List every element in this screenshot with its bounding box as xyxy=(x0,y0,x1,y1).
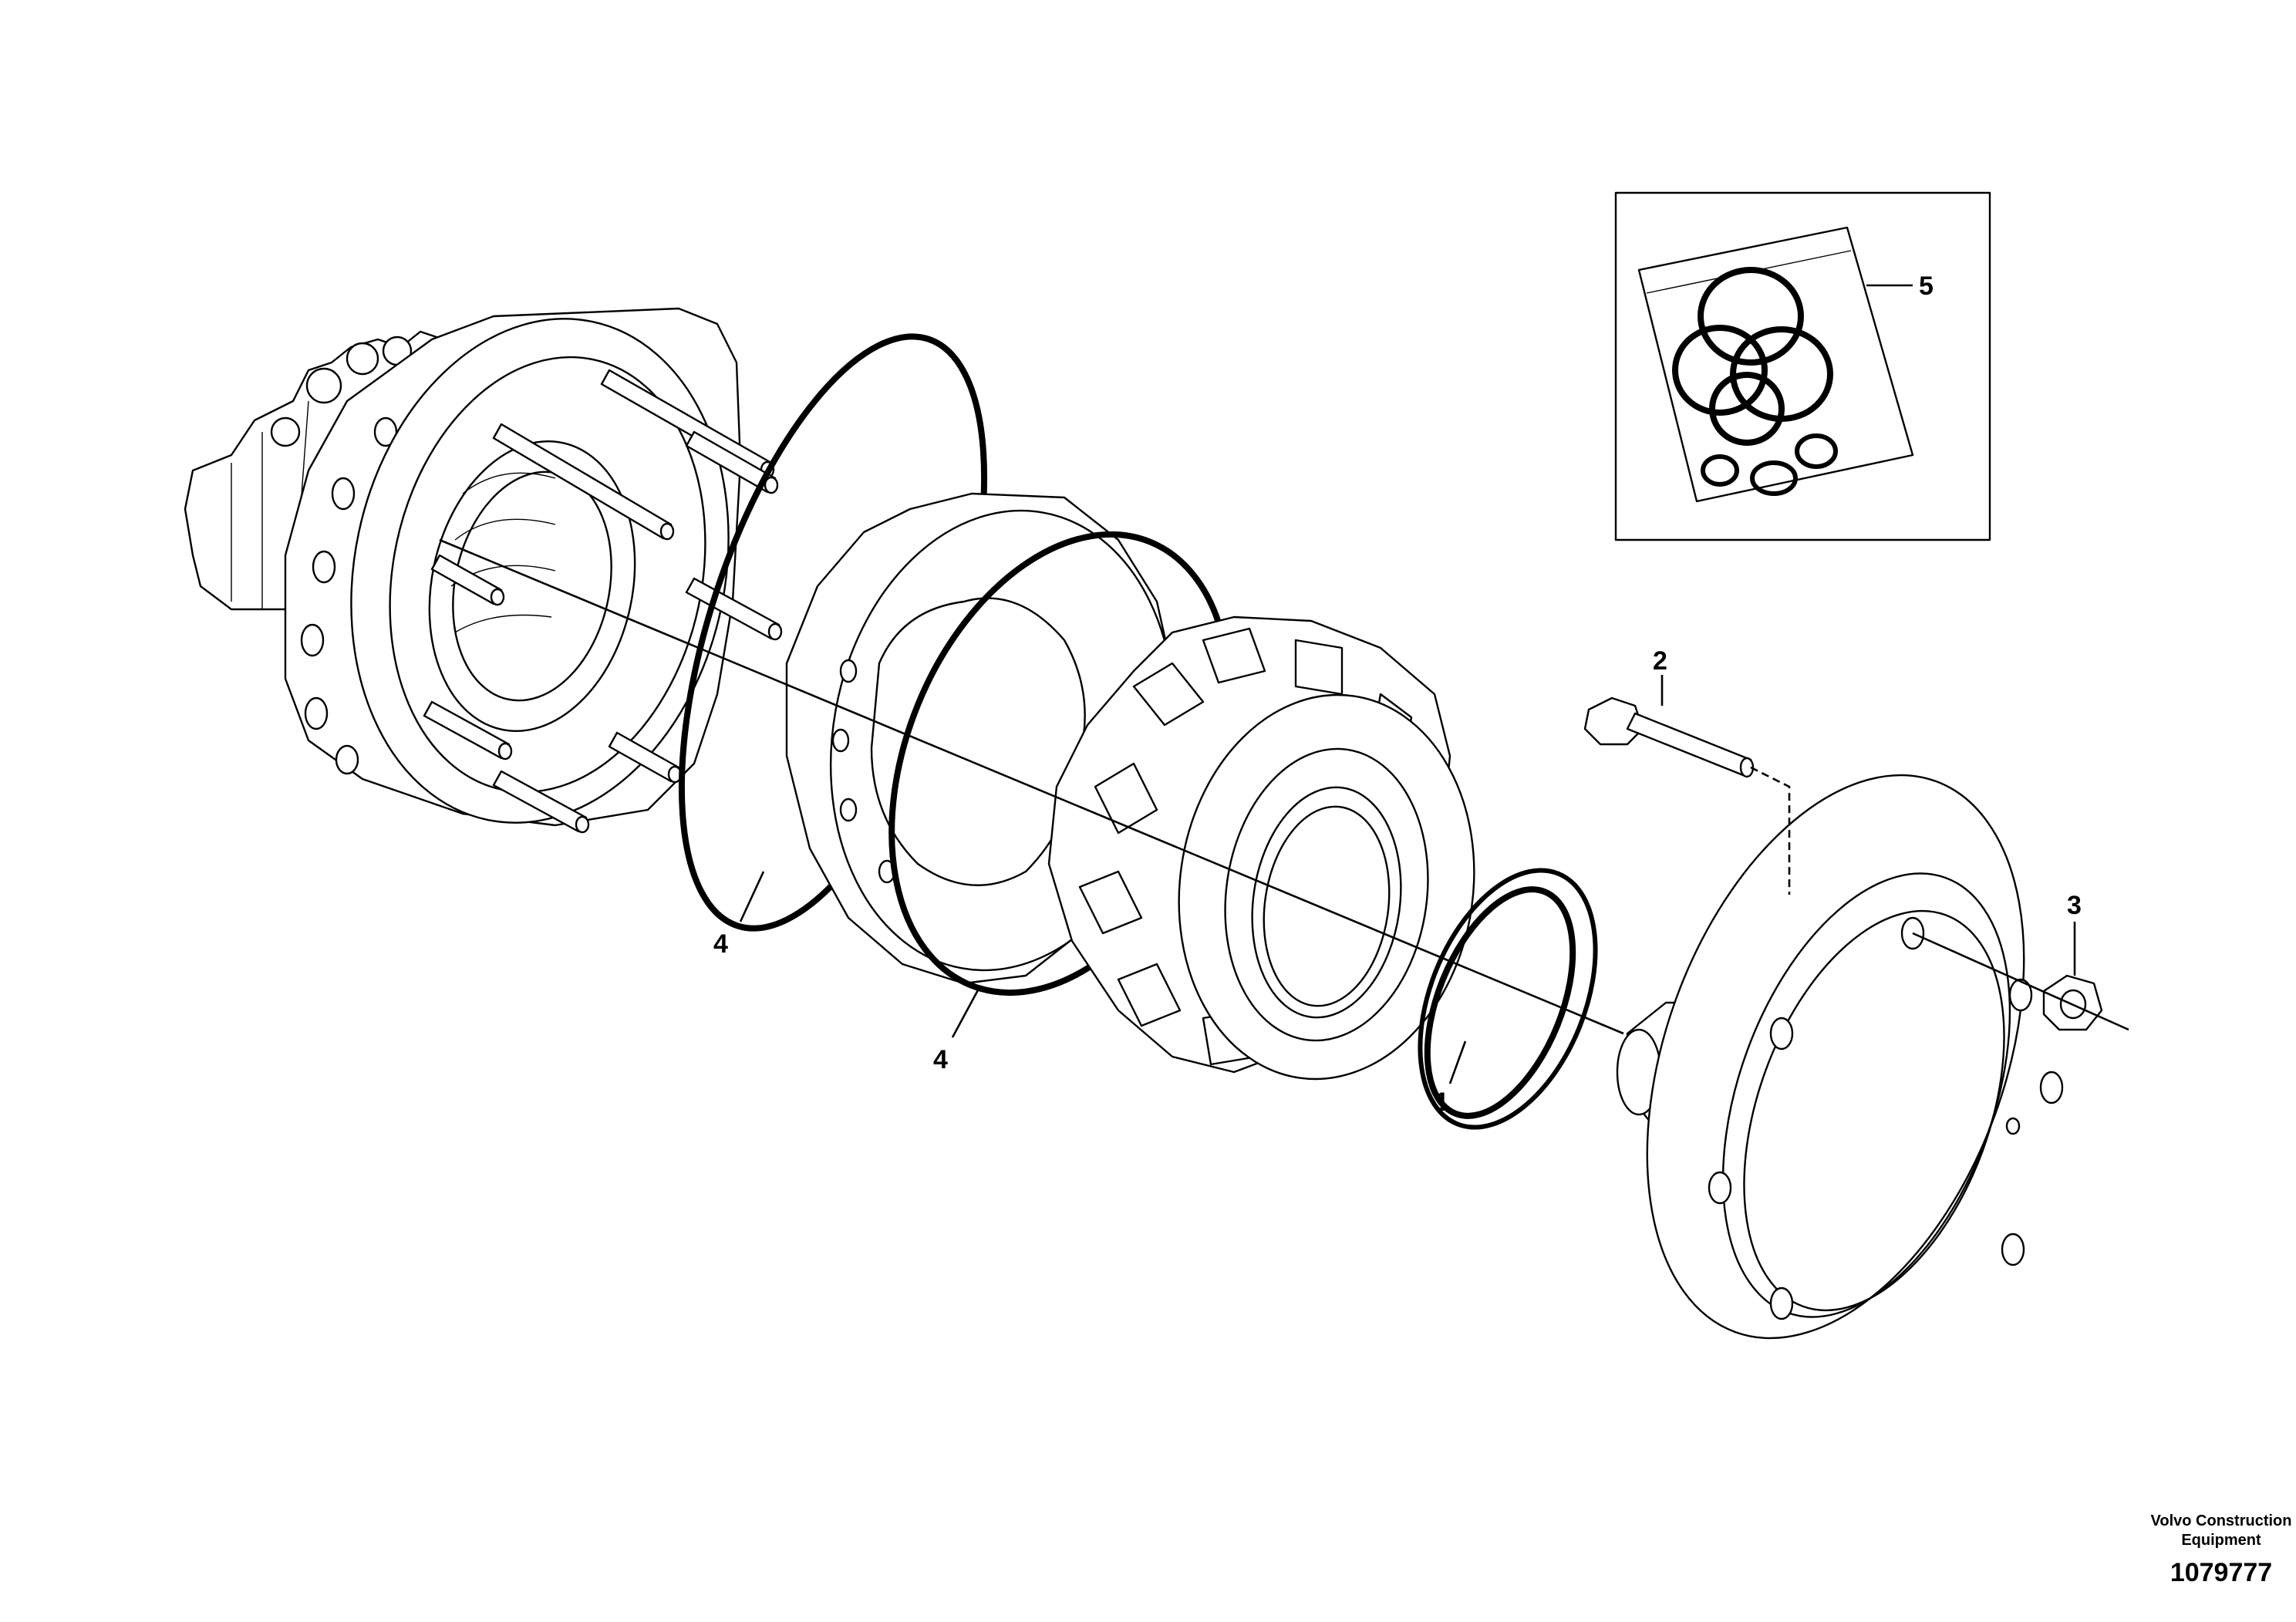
document-number: 1079777 xyxy=(2170,1558,2272,1587)
nut-3 xyxy=(1912,932,2129,1031)
callout-5: 5 xyxy=(1919,271,1934,301)
hub-housing xyxy=(184,307,783,834)
screw-2 xyxy=(1583,696,1791,895)
callout-4-first: 4 xyxy=(713,929,728,959)
callout-3: 3 xyxy=(2067,891,2082,920)
leader-lines xyxy=(739,284,2076,1084)
callout-1: 1 xyxy=(1435,1088,1449,1117)
callout-2: 2 xyxy=(1653,646,1667,676)
carrier-housing xyxy=(1047,615,1475,1081)
callout-4-second: 4 xyxy=(933,1045,948,1074)
drive-flange xyxy=(1616,774,2064,1340)
credit-line-2: Equipment xyxy=(2181,1532,2261,1549)
assembly-axis-line xyxy=(439,538,1624,1035)
seal-kit-box xyxy=(1614,191,1991,541)
credit-line-1: Volvo Construction xyxy=(2151,1512,2292,1529)
seal-ring-1 xyxy=(1418,868,1598,1130)
